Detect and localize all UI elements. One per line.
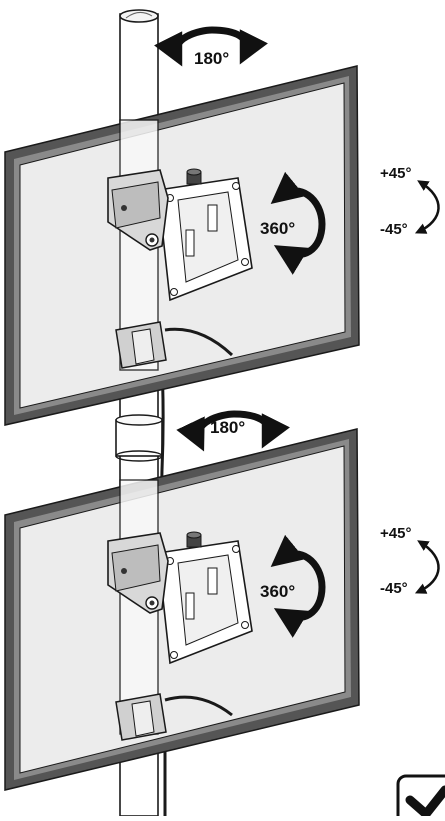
tilt-down-label-bottom: -45° xyxy=(380,580,408,597)
rotation-label-bottom: 360° xyxy=(260,582,295,601)
tilt-up-label-top: +45° xyxy=(380,165,411,182)
monitor-bottom xyxy=(4,428,360,791)
swivel-icon: 180° xyxy=(176,410,290,452)
rotation-icon: 360° xyxy=(260,534,326,638)
monitor-top xyxy=(4,65,360,426)
cable-clip xyxy=(115,321,234,369)
tilt-icon: +45° -45° xyxy=(380,165,440,238)
pole-collar xyxy=(115,419,163,457)
rotation-label-top: 360° xyxy=(260,219,295,238)
rotation-icon: 360° xyxy=(260,171,326,275)
checkmark-icon xyxy=(396,774,445,821)
vesa-bracket xyxy=(157,168,253,302)
cable-clip xyxy=(115,693,233,741)
swivel-label-bottom: 180° xyxy=(210,418,245,437)
swivel-label-top: 180° xyxy=(194,49,229,68)
pole-clamp xyxy=(107,169,169,251)
tilt-up-label-bottom: +45° xyxy=(380,525,411,542)
tilt-icon: +45° -45° xyxy=(380,525,440,597)
pole-clamp xyxy=(107,532,169,614)
swivel-icon: 180° xyxy=(154,26,268,68)
tilt-down-label-top: -45° xyxy=(380,221,408,238)
vesa-bracket xyxy=(157,531,253,665)
